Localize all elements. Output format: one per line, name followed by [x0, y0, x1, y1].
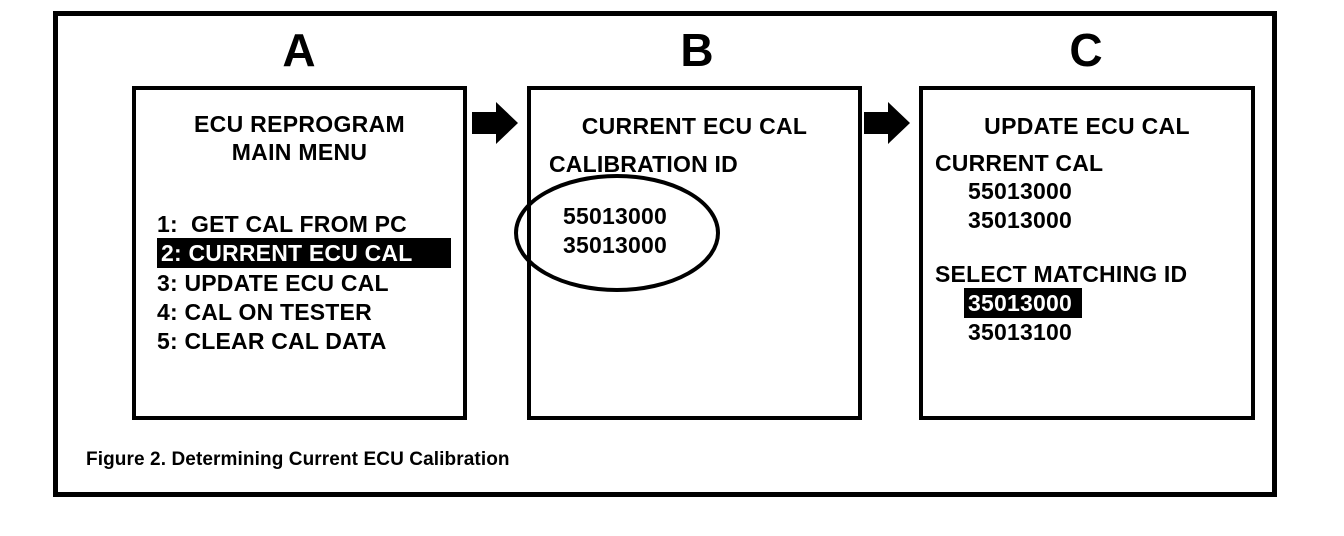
- menu-item-4-cal-on-tester[interactable]: 4: CAL ON TESTER: [157, 299, 372, 325]
- panel-c-select-option-35013000[interactable]: 35013000: [964, 288, 1082, 318]
- screen-panel-b: CURRENT ECU CAL CALIBRATION ID 55013000 …: [527, 86, 862, 420]
- panel-c-title: UPDATE ECU CAL: [984, 113, 1190, 139]
- menu-item-1-get-cal-from-pc[interactable]: 1: GET CAL FROM PC: [157, 211, 407, 237]
- panel-b-calibration-id-1: 35013000: [563, 232, 667, 258]
- panel-b-calibration-id-0: 55013000: [563, 203, 667, 229]
- panel-c-select-option-35013100[interactable]: 35013100: [968, 319, 1072, 345]
- panel-c-current-cal-id-1: 35013000: [968, 207, 1072, 233]
- panel-c-current-cal-id-0: 55013000: [968, 178, 1072, 204]
- menu-item-2-current-ecu-cal[interactable]: 2: CURRENT ECU CAL: [157, 238, 451, 268]
- right-arrow-icon: [864, 102, 910, 144]
- panel-b-title: CURRENT ECU CAL: [581, 113, 808, 139]
- panel-c-select-matching-id-heading: SELECT MATCHING ID: [935, 261, 1188, 287]
- figure-caption: Figure 2. Determining Current ECU Calibr…: [86, 449, 510, 470]
- panel-label-b: B: [680, 24, 714, 76]
- menu-item-3-update-ecu-cal[interactable]: 3: UPDATE ECU CAL: [157, 270, 389, 296]
- right-arrow-icon: [472, 102, 518, 144]
- screen-panel-a: ECU REPROGRAM MAIN MENU 1: GET CAL FROM …: [132, 86, 467, 420]
- panel-b-subtitle-calibration-id: CALIBRATION ID: [549, 151, 738, 177]
- panel-label-c: C: [1069, 24, 1103, 76]
- panel-a-title-line-2: MAIN MENU: [231, 139, 368, 165]
- panel-label-a: A: [282, 24, 316, 76]
- menu-item-5-clear-cal-data[interactable]: 5: CLEAR CAL DATA: [157, 328, 387, 354]
- panel-a-title-line-1: ECU REPROGRAM: [194, 111, 405, 137]
- screen-panel-c: UPDATE ECU CAL CURRENT CAL 55013000 3501…: [919, 86, 1255, 420]
- panel-c-current-cal-heading: CURRENT CAL: [935, 150, 1104, 176]
